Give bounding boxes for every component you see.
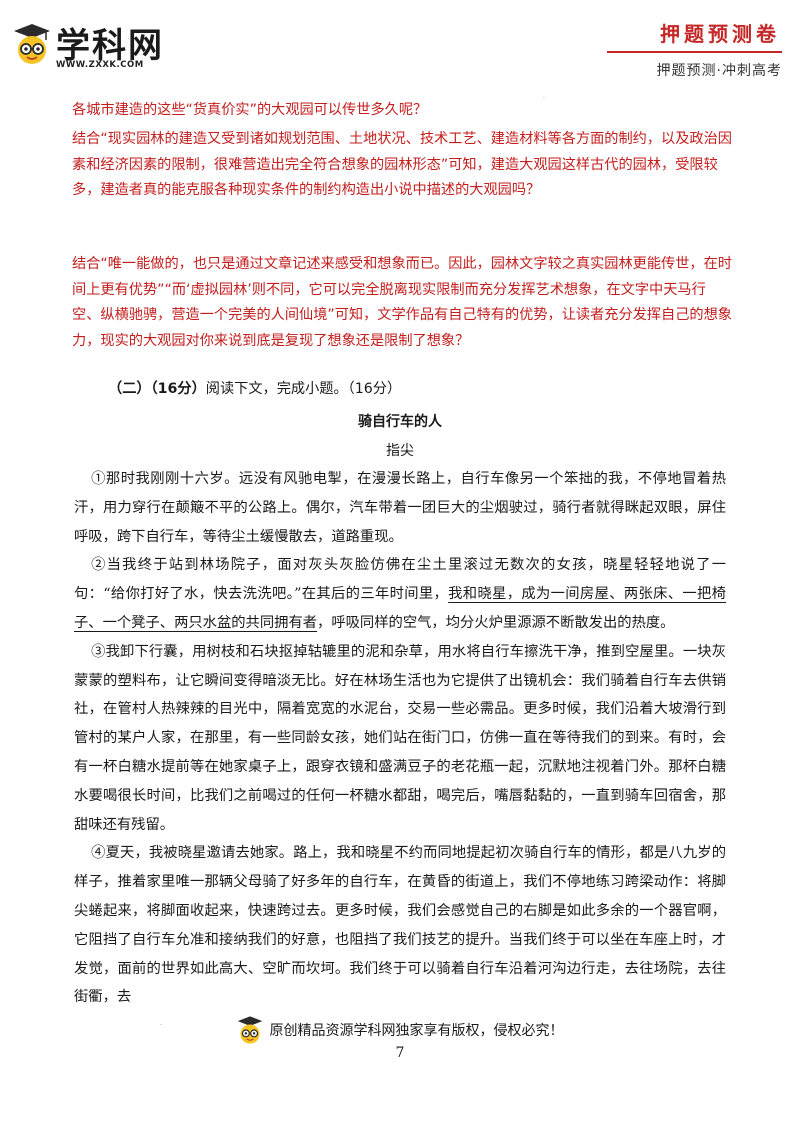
article-title: 骑自行车的人 [358, 414, 442, 430]
page-number: 7 [395, 1045, 405, 1061]
decorative-dot-footer: . [160, 1020, 162, 1027]
brand-subtitle: 押题预测·冲刺高考 [656, 63, 782, 79]
article-body: ①那时我刚刚十六岁。远没有风驰电掣，在漫漫长路上，自行车像另一个笨拙的我，不停地… [74, 465, 726, 1012]
copyright-notice: 原创精品资源学科网独家享有版权，侵权必究！ [269, 1023, 564, 1039]
section-label: （二）（16分） [108, 381, 206, 397]
page-footer: 原创精品资源学科网独家享有版权，侵权必究！ [0, 1015, 800, 1045]
logo-url: WWW.ZXXK.COM [56, 60, 144, 70]
brand-title: 押题预测卷 [660, 22, 780, 46]
mascot-icon [14, 24, 50, 64]
article-author: 指尖 [386, 443, 414, 459]
paragraph-3: ③我卸下行囊，用树枝和石块抠掉轱辘里的泥和杂草，用水将自行车擦洗干净，推到空屋里… [74, 643, 726, 833]
paragraph-2-part-a: ②当我终于站到林场院子，面对灰头灰脸仿佛在尘土里滚过无数次的女孩，晓星轻轻地说了… [74, 557, 726, 603]
paragraph-1: ①那时我刚刚十六岁。远没有风驰电掣，在漫漫长路上，自行车像另一个笨拙的我，不停地… [74, 471, 726, 545]
mascot-icon [238, 1016, 263, 1044]
question-text-2: 结合“现实园林的建造又受到诸如规划范围、土地状况、技术工艺、建造材料等各方面的制… [72, 131, 732, 198]
question-text-3: 结合“唯一能做的，也只是通过文章记述来感受和想象而已。因此，园林文字较之真实园林… [72, 256, 732, 349]
paragraph-2: ②当我终于站到林场院子，面对灰头灰脸仿佛在尘土里滚过无数次的女孩，晓星轻轻地说了… [74, 551, 726, 637]
section-instruction: 阅读下文，完成小题。（16分） [205, 381, 402, 397]
brand-divider [607, 51, 782, 53]
decorative-dot: . [543, 93, 545, 100]
brand-block: 押题预测卷 押题预测·冲刺高考 [607, 18, 782, 79]
paragraph-2-part-b: ，呼吸同样的空气，均分火炉里源源不断散发出的热度。 [317, 614, 675, 631]
zxxk-logo[interactable]: 学科网 WWW.ZXXK.COM [12, 12, 182, 78]
underlined-sentence: 我和晓星，成为一间房屋、两张床、一把椅子、一个凳子、两只水盆的共同拥有者 [74, 586, 726, 631]
logo-name: 学科网 [56, 26, 164, 66]
section-heading: （二）（16分）阅读下文，完成小题。（16分） [108, 378, 401, 398]
question-text-1: 各城市建造的这些“货真价实”的大观园可以传世多久呢？ [72, 102, 428, 118]
page-header: 学科网 WWW.ZXXK.COM 押题预测卷 押题预测·冲刺高考 [0, 0, 800, 90]
paragraph-4: ④夏天，我被晓星邀请去她家。路上，我和晓星不约而同地提起初次骑自行车的情形，都是… [74, 845, 726, 1006]
